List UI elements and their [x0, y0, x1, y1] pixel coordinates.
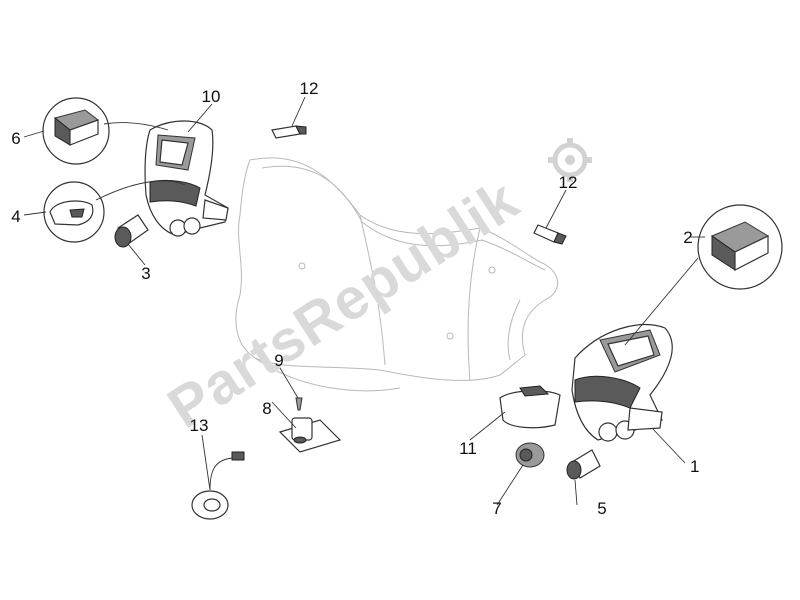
left-switch-housing [144, 120, 229, 237]
part-12-right-bulb [533, 224, 567, 245]
callout-6: 6 [11, 129, 20, 148]
part-3-switch [114, 214, 149, 248]
callout-9: 9 [274, 351, 283, 370]
callout-2: 2 [683, 228, 692, 247]
callout-12-right: 12 [559, 173, 578, 192]
part-13-sensor [191, 451, 245, 520]
gear-icon [548, 138, 592, 182]
detail-bubble-4 [43, 181, 105, 243]
callout-10: 10 [202, 87, 221, 106]
callout-4: 4 [11, 207, 20, 226]
part-5-switch [566, 449, 601, 480]
callout-labels: 1 2 3 4 5 6 7 8 9 10 11 12 12 13 [11, 79, 699, 518]
callout-11: 11 [459, 439, 477, 458]
part-12-upper-bulb [271, 125, 307, 139]
leader-lines [23, 96, 705, 506]
callout-5: 5 [597, 499, 606, 518]
right-switch-housing [571, 324, 673, 442]
detail-bubble-2 [697, 204, 783, 290]
part-11-lens [499, 385, 561, 429]
callout-8: 8 [262, 399, 271, 418]
part-8-mount [278, 417, 342, 453]
callout-1: 1 [690, 457, 699, 476]
part-7-knob [515, 442, 545, 468]
handlebar-cover-body [235, 157, 559, 392]
callout-13: 13 [190, 416, 209, 435]
callout-7: 7 [492, 499, 501, 518]
detail-bubble-6 [42, 97, 110, 165]
callout-3: 3 [141, 264, 150, 283]
callout-12-upper: 12 [300, 79, 319, 98]
part-9-screw [295, 397, 303, 411]
